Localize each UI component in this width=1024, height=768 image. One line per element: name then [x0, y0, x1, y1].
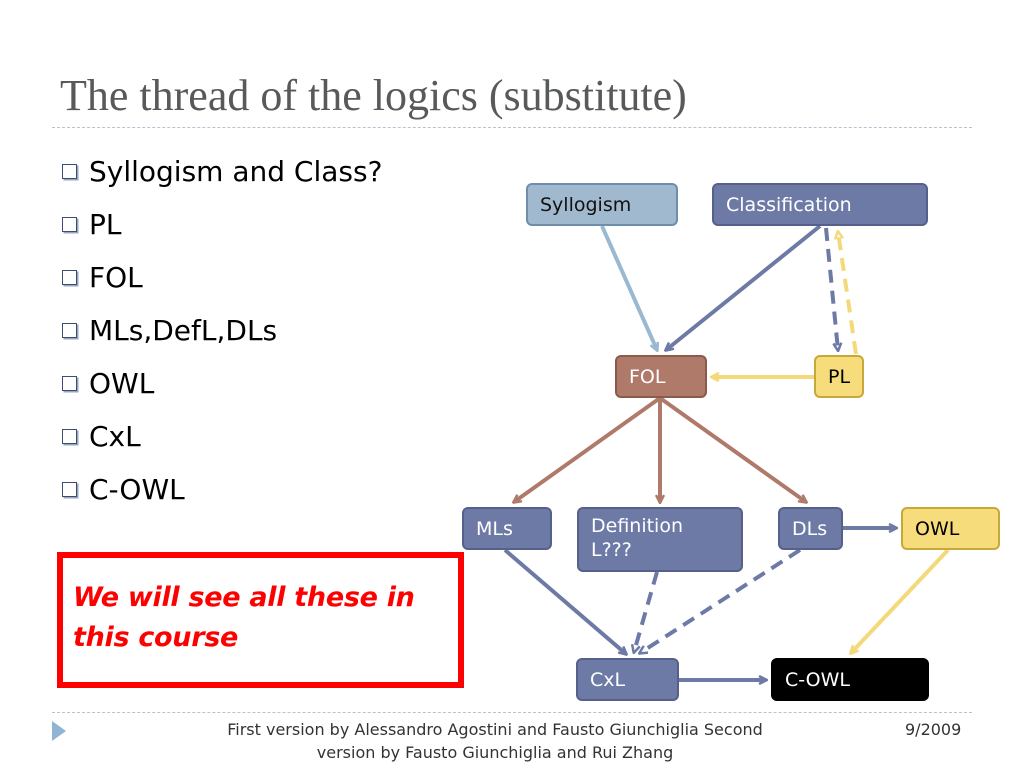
square-bullet-icon: [62, 270, 77, 285]
edge-owl-cowl: [851, 548, 950, 653]
bullet-text: PL: [89, 208, 122, 241]
edge-classification-pl: [824, 227, 838, 350]
edge-fol-mls: [514, 396, 662, 502]
node-label: Definition L???: [591, 515, 684, 561]
bullet-item: Syllogism and Class?: [62, 145, 382, 198]
node-definition: Definition L???: [577, 507, 743, 572]
edge-fol-dls: [658, 396, 806, 502]
node-mls: MLs: [462, 507, 552, 550]
bullet-text: CxL: [89, 420, 141, 453]
bullet-item: CxL: [62, 410, 382, 463]
node-owl: OWL: [901, 507, 1000, 550]
bullet-list: Syllogism and Class? PL FOL MLs,DefL,DLs…: [62, 145, 382, 516]
bullet-item: FOL: [62, 251, 382, 304]
edge-definition-cxl: [634, 571, 659, 652]
node-label: DLs: [792, 518, 828, 540]
bullet-text: Syllogism and Class?: [89, 155, 383, 188]
node-label: C-OWL: [785, 669, 850, 691]
square-bullet-icon: [62, 323, 77, 338]
node-fol: FOL: [615, 355, 707, 398]
square-bullet-icon: [62, 482, 77, 497]
slide-title: The thread of the logics (substitute): [60, 71, 687, 120]
bullet-item: C-OWL: [62, 463, 382, 516]
node-label: FOL: [629, 366, 666, 388]
edge-dls-cxl: [640, 548, 802, 653]
node-pl: PL: [814, 355, 864, 398]
square-bullet-icon: [62, 164, 77, 179]
footer-divider: [52, 712, 972, 713]
bullet-text: FOL: [89, 261, 143, 294]
square-bullet-icon: [62, 429, 77, 444]
node-cxl: CxL: [576, 658, 679, 701]
edge-pl-classification: [838, 232, 858, 355]
node-dls: DLs: [778, 507, 843, 550]
bullet-text: MLs,DefL,DLs: [89, 314, 278, 347]
node-syllogism: Syllogism: [526, 183, 678, 226]
footer-triangle-icon: [52, 721, 66, 741]
bullet-item: MLs,DefL,DLs: [62, 304, 382, 357]
course-note-text: We will see all these in this course: [73, 582, 415, 653]
square-bullet-icon: [62, 376, 77, 391]
bullet-item: OWL: [62, 357, 382, 410]
footer-date: 9/2009: [905, 720, 962, 739]
node-cowl: C-OWL: [771, 658, 929, 701]
square-bullet-icon: [62, 217, 77, 232]
node-label: OWL: [915, 518, 960, 540]
node-label: CxL: [590, 669, 626, 691]
bullet-item: PL: [62, 198, 382, 251]
edge-classification-fol: [666, 224, 822, 350]
node-label: Syllogism: [540, 194, 632, 216]
node-classification: Classification: [712, 183, 928, 226]
footer-credits: First version by Alessandro Agostini and…: [227, 720, 763, 762]
edge-mls-cxl: [503, 548, 626, 654]
title-divider: [52, 127, 972, 128]
node-label: Classification: [726, 194, 852, 216]
course-note-box: We will see all these in this course: [57, 552, 464, 688]
bullet-text: C-OWL: [89, 473, 185, 506]
edge-syllogism-fol: [600, 225, 657, 350]
bullet-text: OWL: [89, 367, 155, 400]
node-label: PL: [828, 366, 851, 388]
node-label: MLs: [476, 518, 513, 540]
